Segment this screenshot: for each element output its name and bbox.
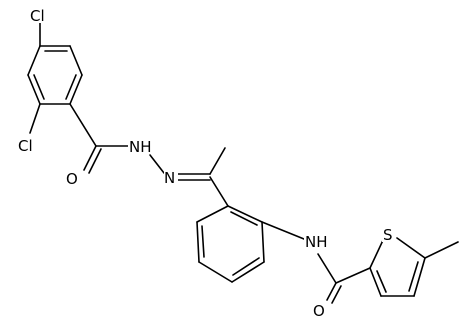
label-backdrop [382,226,396,242]
bond [261,221,265,263]
bond [149,154,165,174]
hydrazide-nh-label: NH [129,138,152,156]
label-backdrop [164,169,178,185]
label-backdrop [128,138,154,154]
bond [376,270,387,293]
bond [230,211,258,226]
bond [65,74,77,100]
atom-label-layer: Cl Cl O NH N NH S O [17,7,396,320]
bond [326,282,337,301]
bond [408,261,419,292]
bond [29,103,41,134]
bond [335,267,371,284]
bond [227,205,263,223]
bond [261,221,305,240]
bond [69,74,83,105]
bond [88,148,102,174]
bond [424,241,459,259]
bond [396,237,426,259]
bond [232,257,260,276]
bond [69,45,83,76]
bond [317,253,337,284]
bond [27,45,41,76]
oxygen-label: O [313,302,325,320]
bond [209,176,229,207]
bond [196,221,200,263]
bond [369,267,382,297]
bond [413,257,426,297]
chlorine-label: Cl [30,7,45,25]
imine-n-label: N [164,169,175,187]
bond [331,285,342,304]
sulfur-label: S [383,226,393,244]
oxygen-label: O [66,170,78,188]
bond [231,261,265,283]
bond [196,205,229,223]
bond [27,74,41,105]
chlorine-label: Cl [18,137,33,155]
bond [209,147,226,175]
bond [33,74,45,100]
bond [69,103,97,147]
bond [83,145,97,171]
label-backdrop [29,7,51,23]
bond [201,225,205,258]
label-backdrop [304,233,332,249]
amide-nh-label: NH [305,233,328,251]
label-backdrop [17,137,39,153]
bond-layer [27,22,459,304]
bond [198,261,233,283]
